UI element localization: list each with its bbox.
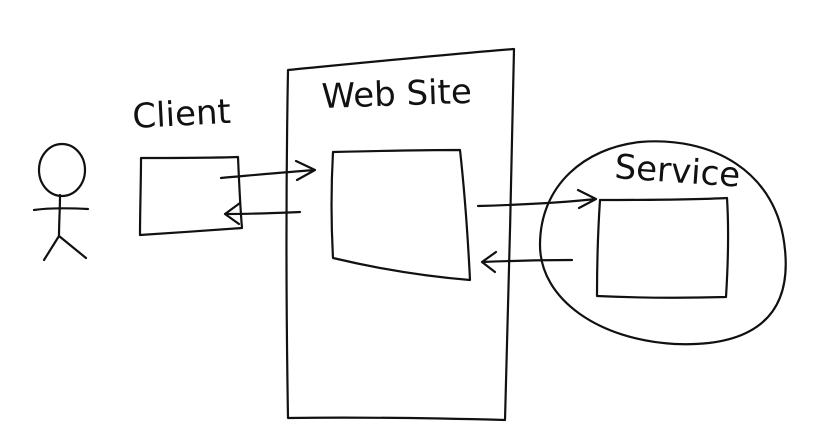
client-box[interactable] xyxy=(138,155,244,237)
client-to-website-arrow xyxy=(219,159,317,182)
service-label: Service xyxy=(613,147,741,196)
website-component-box[interactable] xyxy=(330,148,472,282)
user-head xyxy=(37,142,87,198)
service-circle xyxy=(538,140,787,346)
website-to-client-arrow xyxy=(223,201,302,226)
service-to-website-arrow xyxy=(480,250,574,274)
user-legs xyxy=(42,234,88,262)
client-label: Client xyxy=(131,92,231,137)
website-container xyxy=(285,47,516,422)
website-label: Web Site xyxy=(321,72,473,117)
service-component-box[interactable] xyxy=(595,196,730,299)
user-figure xyxy=(32,142,90,262)
website-to-service-arrow xyxy=(476,188,598,210)
user-arms xyxy=(32,207,90,212)
user-body xyxy=(57,193,62,238)
